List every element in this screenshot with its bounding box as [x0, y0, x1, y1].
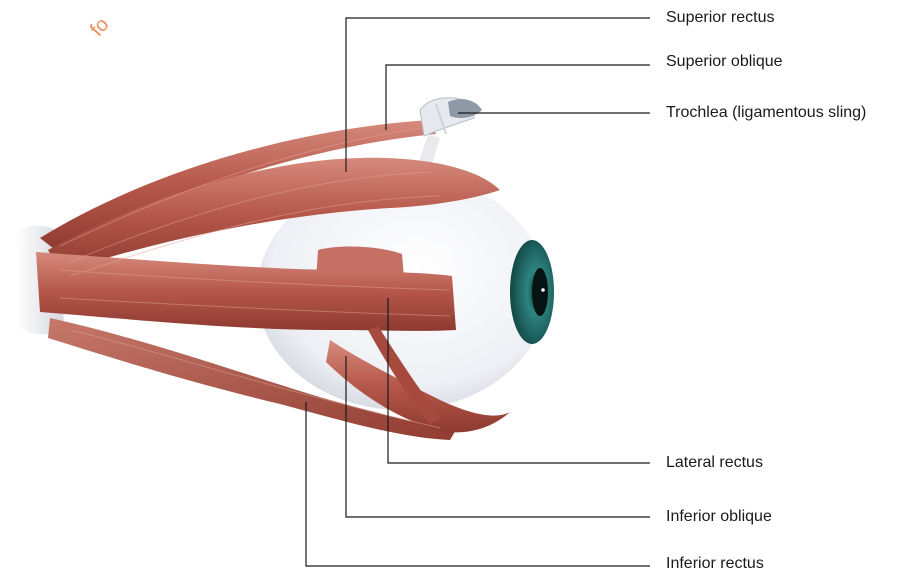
label-inferior-oblique: Inferior oblique — [666, 508, 772, 526]
trochlea-sling — [420, 98, 482, 136]
pupil — [532, 268, 548, 316]
label-superior-oblique: Superior oblique — [666, 53, 783, 71]
label-inferior-rectus: Inferior rectus — [666, 555, 764, 573]
iris-highlight — [541, 288, 545, 292]
label-lateral-rectus: Lateral rectus — [666, 454, 763, 472]
label-superior-rectus: Superior rectus — [666, 9, 775, 27]
label-trochlea: Trochlea (ligamentous sling) — [666, 104, 866, 122]
leader-superior-rectus — [346, 18, 650, 172]
